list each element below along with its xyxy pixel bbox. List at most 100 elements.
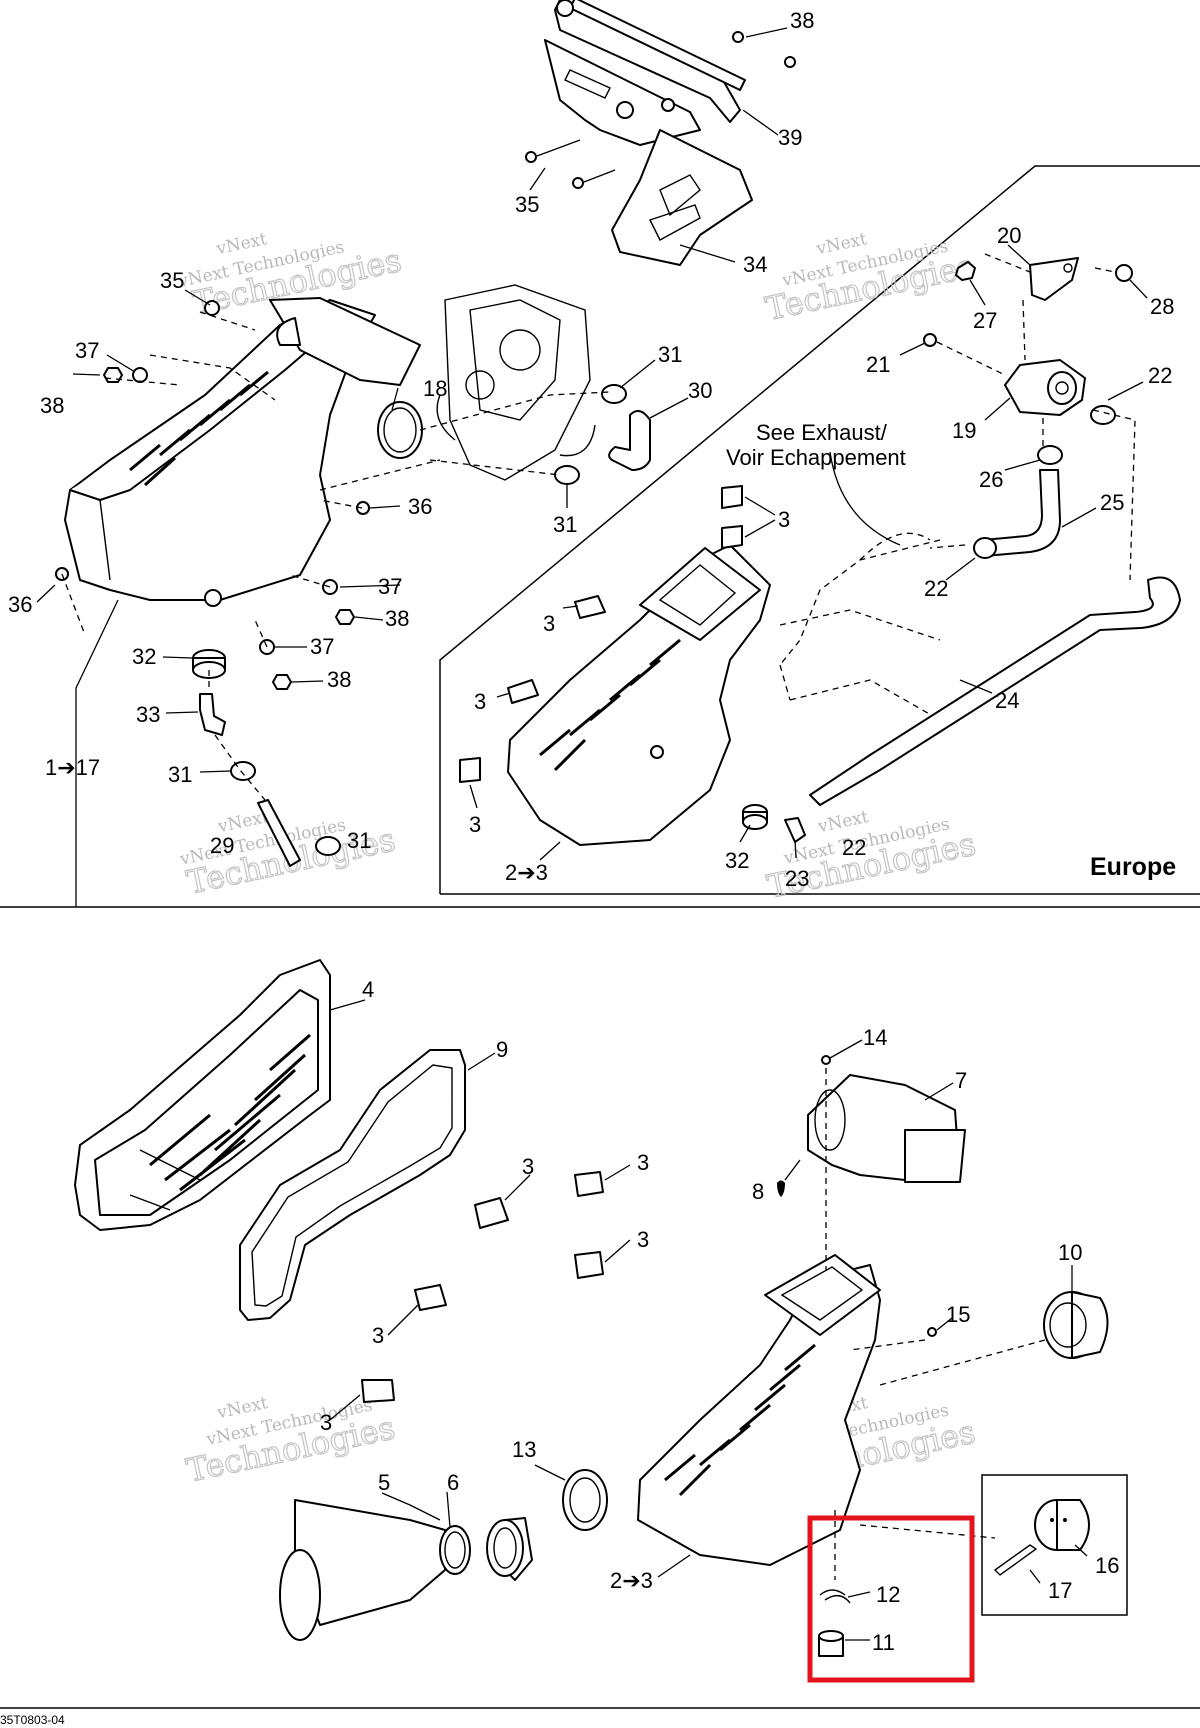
callout-23: 23	[785, 866, 809, 891]
fasteners-europe	[923, 261, 1133, 465]
callout-38: 38	[385, 606, 409, 631]
region-label-europe: Europe	[1090, 853, 1176, 881]
clamp-22-europe	[973, 537, 997, 559]
callout-7: 7	[955, 1068, 967, 1093]
highlight-box	[807, 1515, 975, 1683]
callout-21: 21	[866, 352, 890, 377]
clamp-31-b	[554, 465, 580, 485]
callout-14: 14	[863, 1025, 887, 1050]
screw-14	[821, 1055, 831, 1065]
callout-19: 19	[952, 418, 976, 443]
grommet-32-b	[742, 804, 768, 830]
frame-lines	[0, 165, 1200, 1709]
air-filter-5	[279, 1499, 446, 1641]
callout-22: 22	[1148, 363, 1172, 388]
callout-37: 37	[378, 574, 402, 599]
callout-11: 11	[872, 1630, 895, 1655]
dashed-routing-lines	[929, 253, 1136, 581]
callout-35: 35	[515, 192, 539, 217]
clips-3-europe	[459, 485, 743, 783]
callout-22: 22	[924, 576, 948, 601]
callout-16: 16	[1095, 1553, 1119, 1578]
callout-29: 29	[210, 833, 234, 858]
callout-3: 3	[637, 1150, 649, 1175]
screw-15	[927, 1327, 937, 1337]
callout-35: 35	[160, 268, 184, 293]
callout-31: 31	[347, 828, 371, 853]
callout-32: 32	[132, 644, 156, 669]
callout-12: 12	[876, 1582, 900, 1607]
strap-17	[993, 1544, 1038, 1576]
callout-3: 3	[778, 507, 790, 532]
exhaust-outline	[779, 532, 941, 721]
callout-15: 15	[946, 1302, 970, 1327]
clips-3-bottom	[361, 1171, 604, 1403]
callout-20: 20	[997, 223, 1021, 248]
fitting-23	[784, 817, 806, 843]
watermark-top-right: vNext vNext Technologies Technologies	[762, 229, 978, 328]
callout-38: 38	[40, 393, 64, 418]
callout-3: 3	[469, 812, 481, 837]
callout-39: 39	[778, 125, 802, 150]
callout-17: 17	[1048, 1578, 1072, 1603]
boot-10	[1043, 1291, 1109, 1359]
callout-25: 25	[1100, 490, 1124, 515]
callout-31: 31	[168, 762, 192, 787]
leader-lines	[36, 27, 1148, 1641]
fitting-33	[199, 693, 226, 736]
callout-36: 36	[8, 592, 32, 617]
sealant-drop-8	[777, 1180, 785, 1197]
document-code: 35T0803-04	[0, 1713, 65, 1727]
valve-bracket-20	[1029, 257, 1079, 301]
callout-37: 37	[75, 338, 99, 363]
adapter-6	[486, 1517, 533, 1581]
cap-16	[1034, 1499, 1090, 1551]
callout-9: 9	[496, 1037, 508, 1062]
callout-38: 38	[327, 667, 351, 692]
exhaust-note-line-2: Voir Echappement	[726, 445, 906, 470]
callout-38: 38	[790, 8, 814, 33]
callout-2-to-3: 2➔3	[505, 860, 548, 885]
gasket-9	[239, 1049, 466, 1321]
hose-30	[608, 410, 651, 471]
callout-37: 37	[310, 634, 334, 659]
callout-18: 18	[423, 376, 447, 401]
clamp-18	[377, 401, 423, 459]
callout-34: 34	[743, 252, 767, 277]
hose-24	[809, 576, 1181, 806]
callout-28: 28	[1150, 294, 1174, 319]
callout-10: 10	[1058, 1240, 1082, 1265]
drain-plug-11	[818, 1630, 844, 1657]
callout-3: 3	[522, 1154, 534, 1179]
heat-shield-bracket	[544, 0, 753, 266]
clamp-13	[562, 1469, 608, 1531]
callout-8: 8	[752, 1179, 764, 1204]
callout-labels: 38 39 35 34 35 37 38 18 31 30 36 31 36 3…	[0, 8, 1176, 1727]
callout-36: 36	[408, 494, 432, 519]
callout-22: 22	[842, 835, 866, 860]
callout-6: 6	[447, 1470, 459, 1495]
intake-duct-7	[807, 1074, 966, 1183]
carburetor	[436, 284, 596, 481]
callout-30: 30	[688, 378, 712, 403]
callout-13: 13	[512, 1437, 536, 1462]
callout-24: 24	[995, 688, 1019, 713]
airbox-top-left	[64, 297, 421, 607]
airbox-body-2	[637, 1254, 881, 1566]
callout-3: 3	[637, 1227, 649, 1252]
callout-3: 3	[372, 1323, 384, 1348]
dashed-assembly-top-left	[61, 311, 611, 801]
callout-4: 4	[362, 977, 374, 1002]
callout-27: 27	[973, 308, 997, 333]
callout-31: 31	[658, 342, 682, 367]
detail-box	[981, 1474, 1128, 1616]
callout-1-to-17: 1➔17	[45, 755, 100, 780]
callout-3: 3	[543, 611, 555, 636]
airbox-cover-4	[74, 959, 331, 1231]
callout-2-to-3: 2➔3	[610, 1568, 653, 1593]
pulse-valve-19	[1004, 359, 1086, 416]
clamp-6	[439, 1525, 471, 1575]
clamp-31-a	[601, 384, 627, 404]
